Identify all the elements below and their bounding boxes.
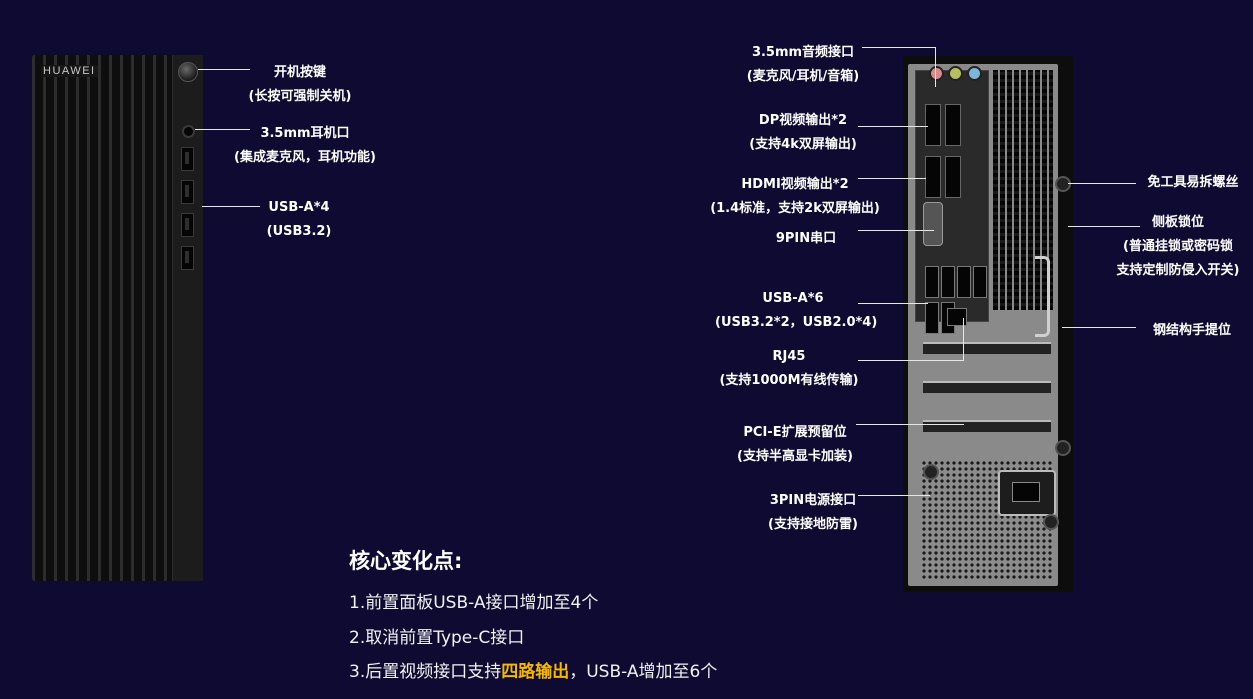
callout-line xyxy=(935,47,936,87)
pcie-slot xyxy=(923,342,1051,354)
core-change-text: 3.后置视频接口支持 xyxy=(349,662,502,682)
core-change-item: 3.后置视频接口支持四路输出，USB-A增加至6个 xyxy=(349,657,717,682)
callout-line xyxy=(858,303,928,304)
dp-port-icon xyxy=(945,104,961,146)
label-rear-power: 3PIN电源接口(支持接地防雷) xyxy=(768,493,858,532)
label-rear-rj45: RJ45(支持1000M有线传输) xyxy=(719,349,859,388)
hdmi-port-icon xyxy=(945,156,961,198)
label-rear-hdmi: HDMI视频输出*2(1.4标准，支持2k双屏输出) xyxy=(710,177,880,216)
brand-logo: HUAWEI xyxy=(41,65,98,77)
rear-vent-grid xyxy=(993,70,1053,310)
screw-icon xyxy=(1055,440,1071,456)
dp-port-icon xyxy=(925,104,941,146)
callout-line xyxy=(858,495,930,496)
label-rear-usb: USB-A*6(USB3.2*2，USB2.0*4) xyxy=(715,291,878,330)
usb-port-icon xyxy=(181,180,194,204)
callout-line xyxy=(195,129,250,130)
serial-port-icon xyxy=(923,202,943,246)
label-rear-serial: 9PIN串口 xyxy=(775,231,837,246)
callout-line xyxy=(856,424,964,425)
power-button-icon xyxy=(178,62,198,82)
label-rear-lock: 侧板锁位(普通挂锁或密码锁支持定制防侵入开关) xyxy=(1116,215,1240,278)
core-change-item: 1.前置面板USB-A接口增加至4个 xyxy=(349,593,599,613)
label-front-jack: 3.5mm耳机口(集成麦克风，耳机功能) xyxy=(234,126,376,165)
front-grille xyxy=(32,55,172,581)
front-io-panel xyxy=(172,55,203,581)
label-rear-pcie: PCI-E扩展预留位(支持半高显卡加装) xyxy=(737,425,853,464)
label-front-power: 开机按键(长按可强制关机) xyxy=(248,65,352,104)
usb-port-icon xyxy=(181,246,194,270)
rj45-port-icon xyxy=(947,308,967,326)
core-change-highlight: 四路输出 xyxy=(501,662,570,682)
usb-port-icon xyxy=(941,266,955,298)
power-socket-icon xyxy=(998,470,1056,516)
screw-icon xyxy=(1055,176,1071,192)
screw-icon xyxy=(923,464,939,480)
handle-icon xyxy=(1035,256,1050,337)
label-rear-handle: 钢结构手提位 xyxy=(1152,323,1231,338)
core-change-text: ，USB-A增加至6个 xyxy=(569,662,718,682)
pcie-slot xyxy=(923,420,1051,432)
pcie-slot xyxy=(923,381,1051,393)
callout-line xyxy=(1068,183,1136,184)
callout-line xyxy=(1068,226,1140,227)
screw-icon xyxy=(1043,514,1059,530)
callout-line xyxy=(858,230,934,231)
front-view-tower: HUAWEI xyxy=(32,55,203,581)
callout-line xyxy=(858,178,926,179)
usb-port-icon xyxy=(925,302,939,334)
usb-port-icon xyxy=(925,266,939,298)
usb-port-icon xyxy=(973,266,987,298)
core-change-item: 2.取消前置Type-C接口 xyxy=(349,628,525,648)
callout-line xyxy=(858,360,964,361)
audio-in-port-icon xyxy=(967,66,982,81)
headphone-jack-icon xyxy=(182,125,195,138)
callout-line xyxy=(202,206,260,207)
callout-line xyxy=(858,126,928,127)
callout-line xyxy=(862,47,936,48)
core-changes-title: 核心变化点: xyxy=(349,549,463,573)
label-rear-dp: DP视频输出*2(支持4k双屏输出) xyxy=(749,113,857,152)
usb-port-icon xyxy=(181,147,194,171)
label-front-usb: USB-A*4(USB3.2) xyxy=(266,200,332,239)
hdmi-port-icon xyxy=(925,156,941,198)
usb-port-icon xyxy=(957,266,971,298)
callout-line xyxy=(1062,327,1136,328)
usb-port-icon xyxy=(181,213,194,237)
callout-line xyxy=(963,318,964,360)
callout-line xyxy=(198,69,250,70)
label-rear-screw: 免工具易拆螺丝 xyxy=(1147,175,1239,190)
audio-mic-port-icon xyxy=(929,66,944,81)
rear-view-tower xyxy=(903,56,1073,592)
label-rear-audio: 3.5mm音频接口(麦克风/耳机/音箱) xyxy=(746,45,860,84)
audio-out-port-icon xyxy=(948,66,963,81)
